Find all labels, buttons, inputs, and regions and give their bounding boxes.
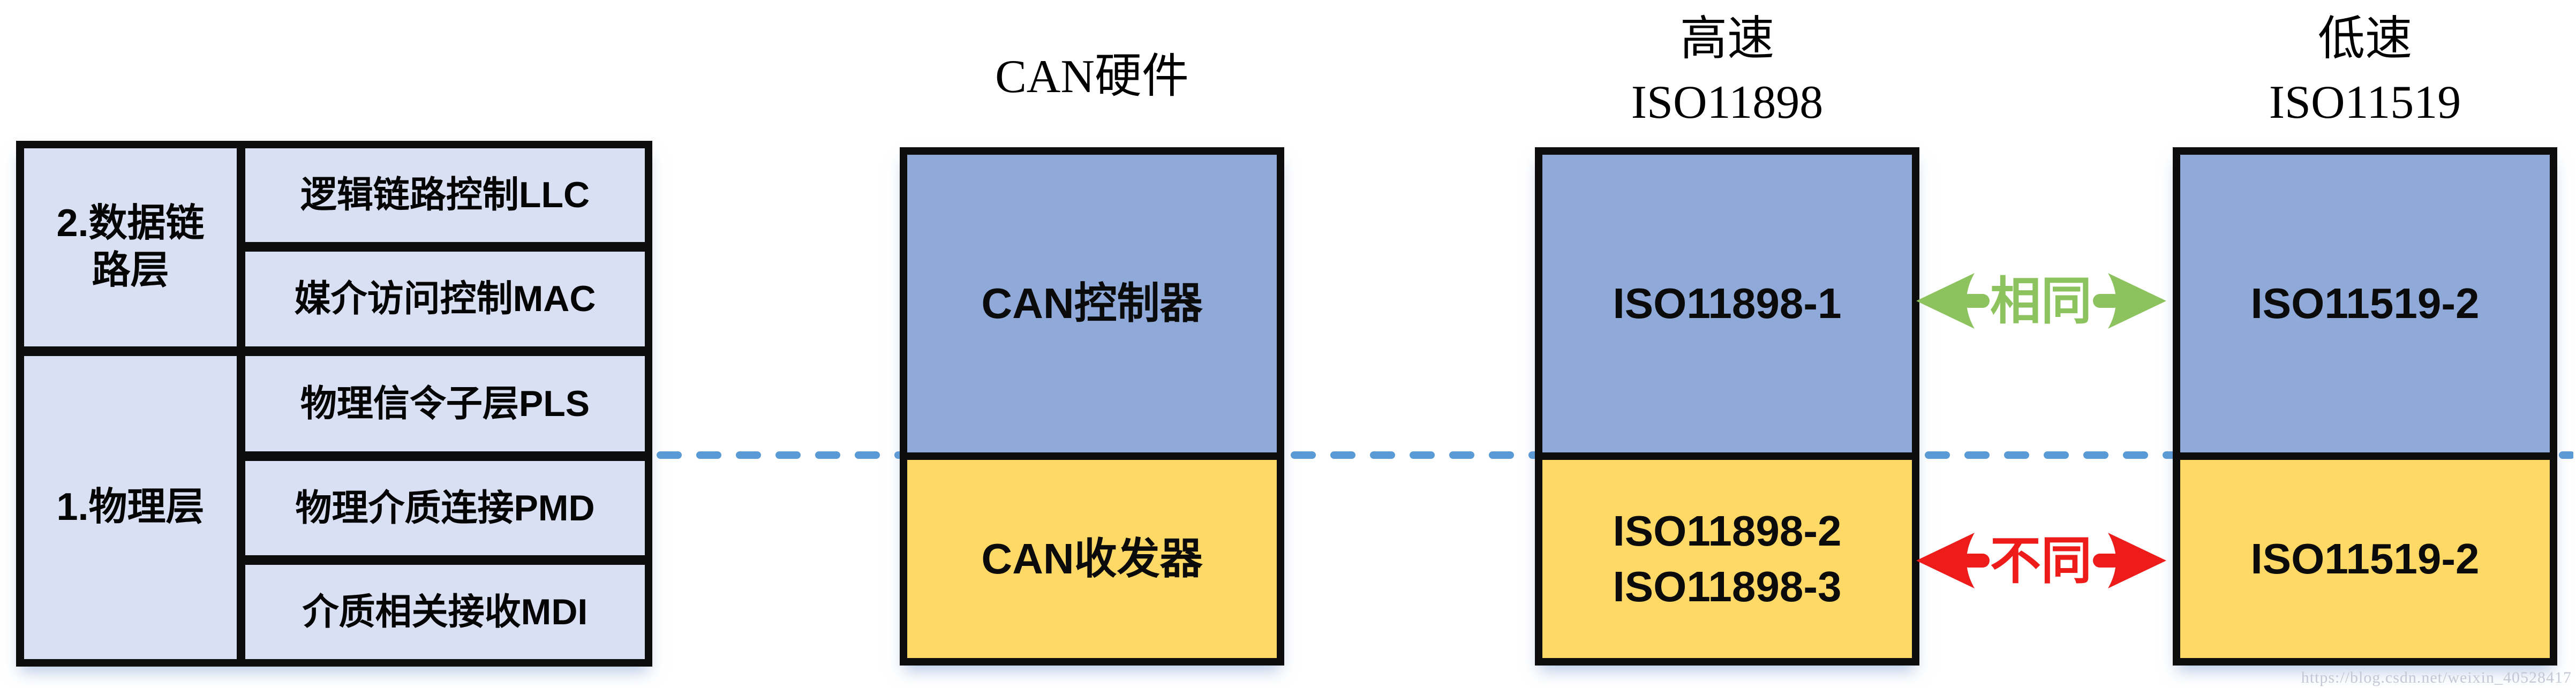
- can-controller-cell: CAN控制器: [907, 155, 1277, 452]
- iso11519-2-bottom-cell: ISO11519-2: [2180, 460, 2550, 658]
- can-transceiver-cell: CAN收发器: [907, 460, 1277, 658]
- same-arrowhead-left-icon: [1916, 273, 1975, 329]
- different-arrowhead-left-icon: [1916, 533, 1975, 588]
- iso11898-23-cell: ISO11898-2 ISO11898-3: [1542, 460, 1912, 658]
- different-arrow-label: 不同: [1990, 533, 2092, 589]
- llc-label: 逻辑链路控制LLC: [300, 175, 590, 216]
- same-arrowhead-right-icon: [2108, 273, 2166, 329]
- cell-mdi: 介质相关接收MDI: [245, 565, 645, 659]
- highspeed-title: 高速 ISO11898: [1631, 13, 1824, 128]
- lowspeed-title: 低速 ISO11519: [2269, 13, 2461, 128]
- different-arrow: 不同: [1916, 533, 2166, 589]
- pls-label: 物理信令子层PLS: [300, 383, 590, 424]
- cell-pls: 物理信令子层PLS: [245, 356, 645, 451]
- osi-layer-table: 2.数据链路层 1.物理层 逻辑链路控制LLC 媒介访问控制MAC 物理信令子层…: [16, 141, 652, 667]
- mdi-label: 介质相关接收MDI: [302, 591, 588, 632]
- lowspeed-box: ISO11519-2 ISO11519-2: [2173, 147, 2557, 666]
- different-arrowhead-right-icon: [2108, 533, 2166, 588]
- highspeed-box: ISO11898-1 ISO11898-2 ISO11898-3: [1535, 147, 1919, 666]
- datalink-layer-label: 2.数据链路层: [56, 202, 205, 292]
- mac-label: 媒介访问控制MAC: [294, 278, 596, 320]
- watermark-url: https://blog.csdn.net/weixin_40528417: [2301, 669, 2572, 686]
- iso11898-1-label: ISO11898-1: [1613, 279, 1842, 327]
- iso11519-2-top-cell: ISO11519-2: [2180, 155, 2550, 452]
- iso11898-3-label: ISO11898-3: [1613, 563, 1842, 610]
- pmd-label: 物理介质连接PMD: [295, 487, 595, 528]
- iso11898-1-cell: ISO11898-1: [1542, 155, 1912, 452]
- iso11519-2-bottom-label: ISO11519-2: [2250, 535, 2480, 583]
- can-controller-label: CAN控制器: [981, 279, 1203, 327]
- cell-datalink-layer: 2.数据链路层: [24, 148, 237, 346]
- cell-physical-layer: 1.物理层: [24, 356, 237, 659]
- cell-llc: 逻辑链路控制LLC: [245, 148, 645, 242]
- same-arrow: 相同: [1916, 273, 2166, 330]
- iso11898-2-label: ISO11898-2: [1613, 507, 1842, 555]
- physical-layer-label: 1.物理层: [56, 486, 205, 529]
- cell-pmd: 物理介质连接PMD: [245, 461, 645, 555]
- same-arrow-label: 相同: [1990, 273, 2092, 330]
- can-transceiver-label: CAN收发器: [981, 535, 1203, 583]
- iso11519-2-top-label: ISO11519-2: [2250, 279, 2480, 327]
- cell-mac: 媒介访问控制MAC: [245, 252, 645, 346]
- can-hardware-box: CAN控制器 CAN收发器: [900, 147, 1284, 666]
- can-hardware-title: CAN硬件: [995, 51, 1189, 103]
